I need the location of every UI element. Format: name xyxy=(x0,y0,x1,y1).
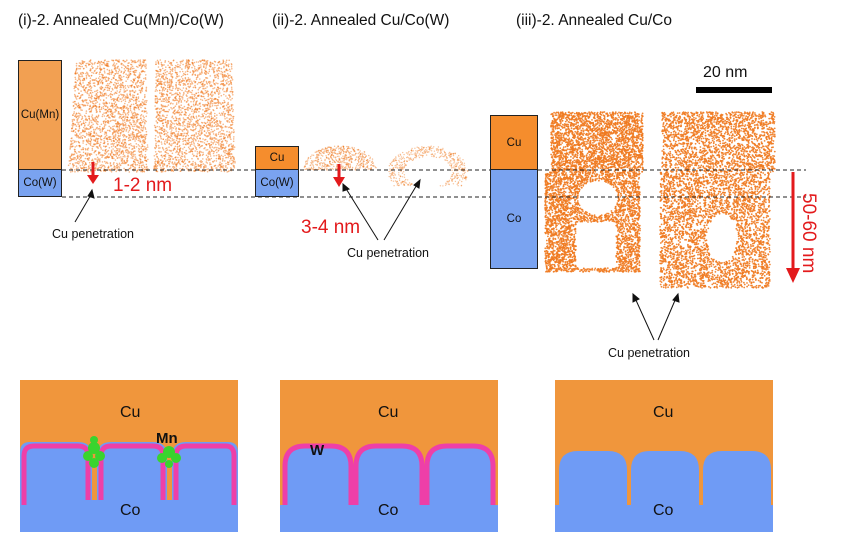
scale-bar-label: 20 nm xyxy=(703,64,748,81)
schematic-3-bottom-label: Co xyxy=(653,502,674,519)
schematic-1-top-label: Cu xyxy=(120,404,141,421)
annotation-arrow-1 xyxy=(74,188,95,223)
panel1-stack-bottom: Co(W) xyxy=(18,169,62,197)
apt-reconstruction-2a xyxy=(303,145,377,171)
annotation-arrow-3a xyxy=(632,292,655,341)
annotation-1: Cu penetration xyxy=(52,227,135,241)
scale-bar xyxy=(696,87,772,93)
depth-arrow-2 xyxy=(333,164,345,187)
schematic-2 xyxy=(280,380,498,532)
panel1-stack-top: Cu(Mn) xyxy=(18,60,62,170)
annotation-3: Cu penetration xyxy=(608,346,691,360)
schematic-1-mn-label: Mn xyxy=(156,430,178,447)
depth-label-1: 1-2 nm xyxy=(113,175,173,196)
panel1-title: (i)-2. Annealed Cu(Mn)/Co(W) xyxy=(18,12,224,29)
schematic-1 xyxy=(20,380,238,532)
panel2-stack-bottom: Co(W) xyxy=(255,169,299,197)
annotation-arrow-2a xyxy=(342,182,379,241)
apt-reconstruction-1b xyxy=(153,59,236,173)
panel3-stack-top: Cu xyxy=(490,115,538,170)
depth-label-3: 50-60 nm xyxy=(798,193,819,274)
depth-arrow-1 xyxy=(87,162,99,184)
panel2-stack-top: Cu xyxy=(255,146,299,170)
depth-label-2: 3-4 nm xyxy=(301,217,361,238)
depth-arrow-3 xyxy=(786,172,800,283)
mn-segregation-clusters xyxy=(83,436,181,468)
panel3-title: (iii)-2. Annealed Cu/Co xyxy=(516,12,672,29)
panel3-stack-bottom: Co xyxy=(490,169,538,269)
schematic-3 xyxy=(555,380,773,532)
apt-reconstruction-3b xyxy=(659,111,776,289)
annotation-2: Cu penetration xyxy=(347,246,430,260)
annotation-arrow-2b xyxy=(383,178,421,241)
apt-reconstruction-3a xyxy=(544,111,644,273)
apt-reconstruction-1a xyxy=(67,59,149,173)
schematic-2-w-label: W xyxy=(310,442,325,459)
apt-reconstruction-2b xyxy=(388,145,469,187)
schematic-1-bottom-label: Co xyxy=(120,502,141,519)
schematic-2-top-label: Cu xyxy=(378,404,399,421)
annotation-arrow-3b xyxy=(657,292,680,341)
schematic-2-bottom-label: Co xyxy=(378,502,399,519)
schematic-3-top-label: Cu xyxy=(653,404,674,421)
panel2-title: (ii)-2. Annealed Cu/Co(W) xyxy=(272,12,450,29)
